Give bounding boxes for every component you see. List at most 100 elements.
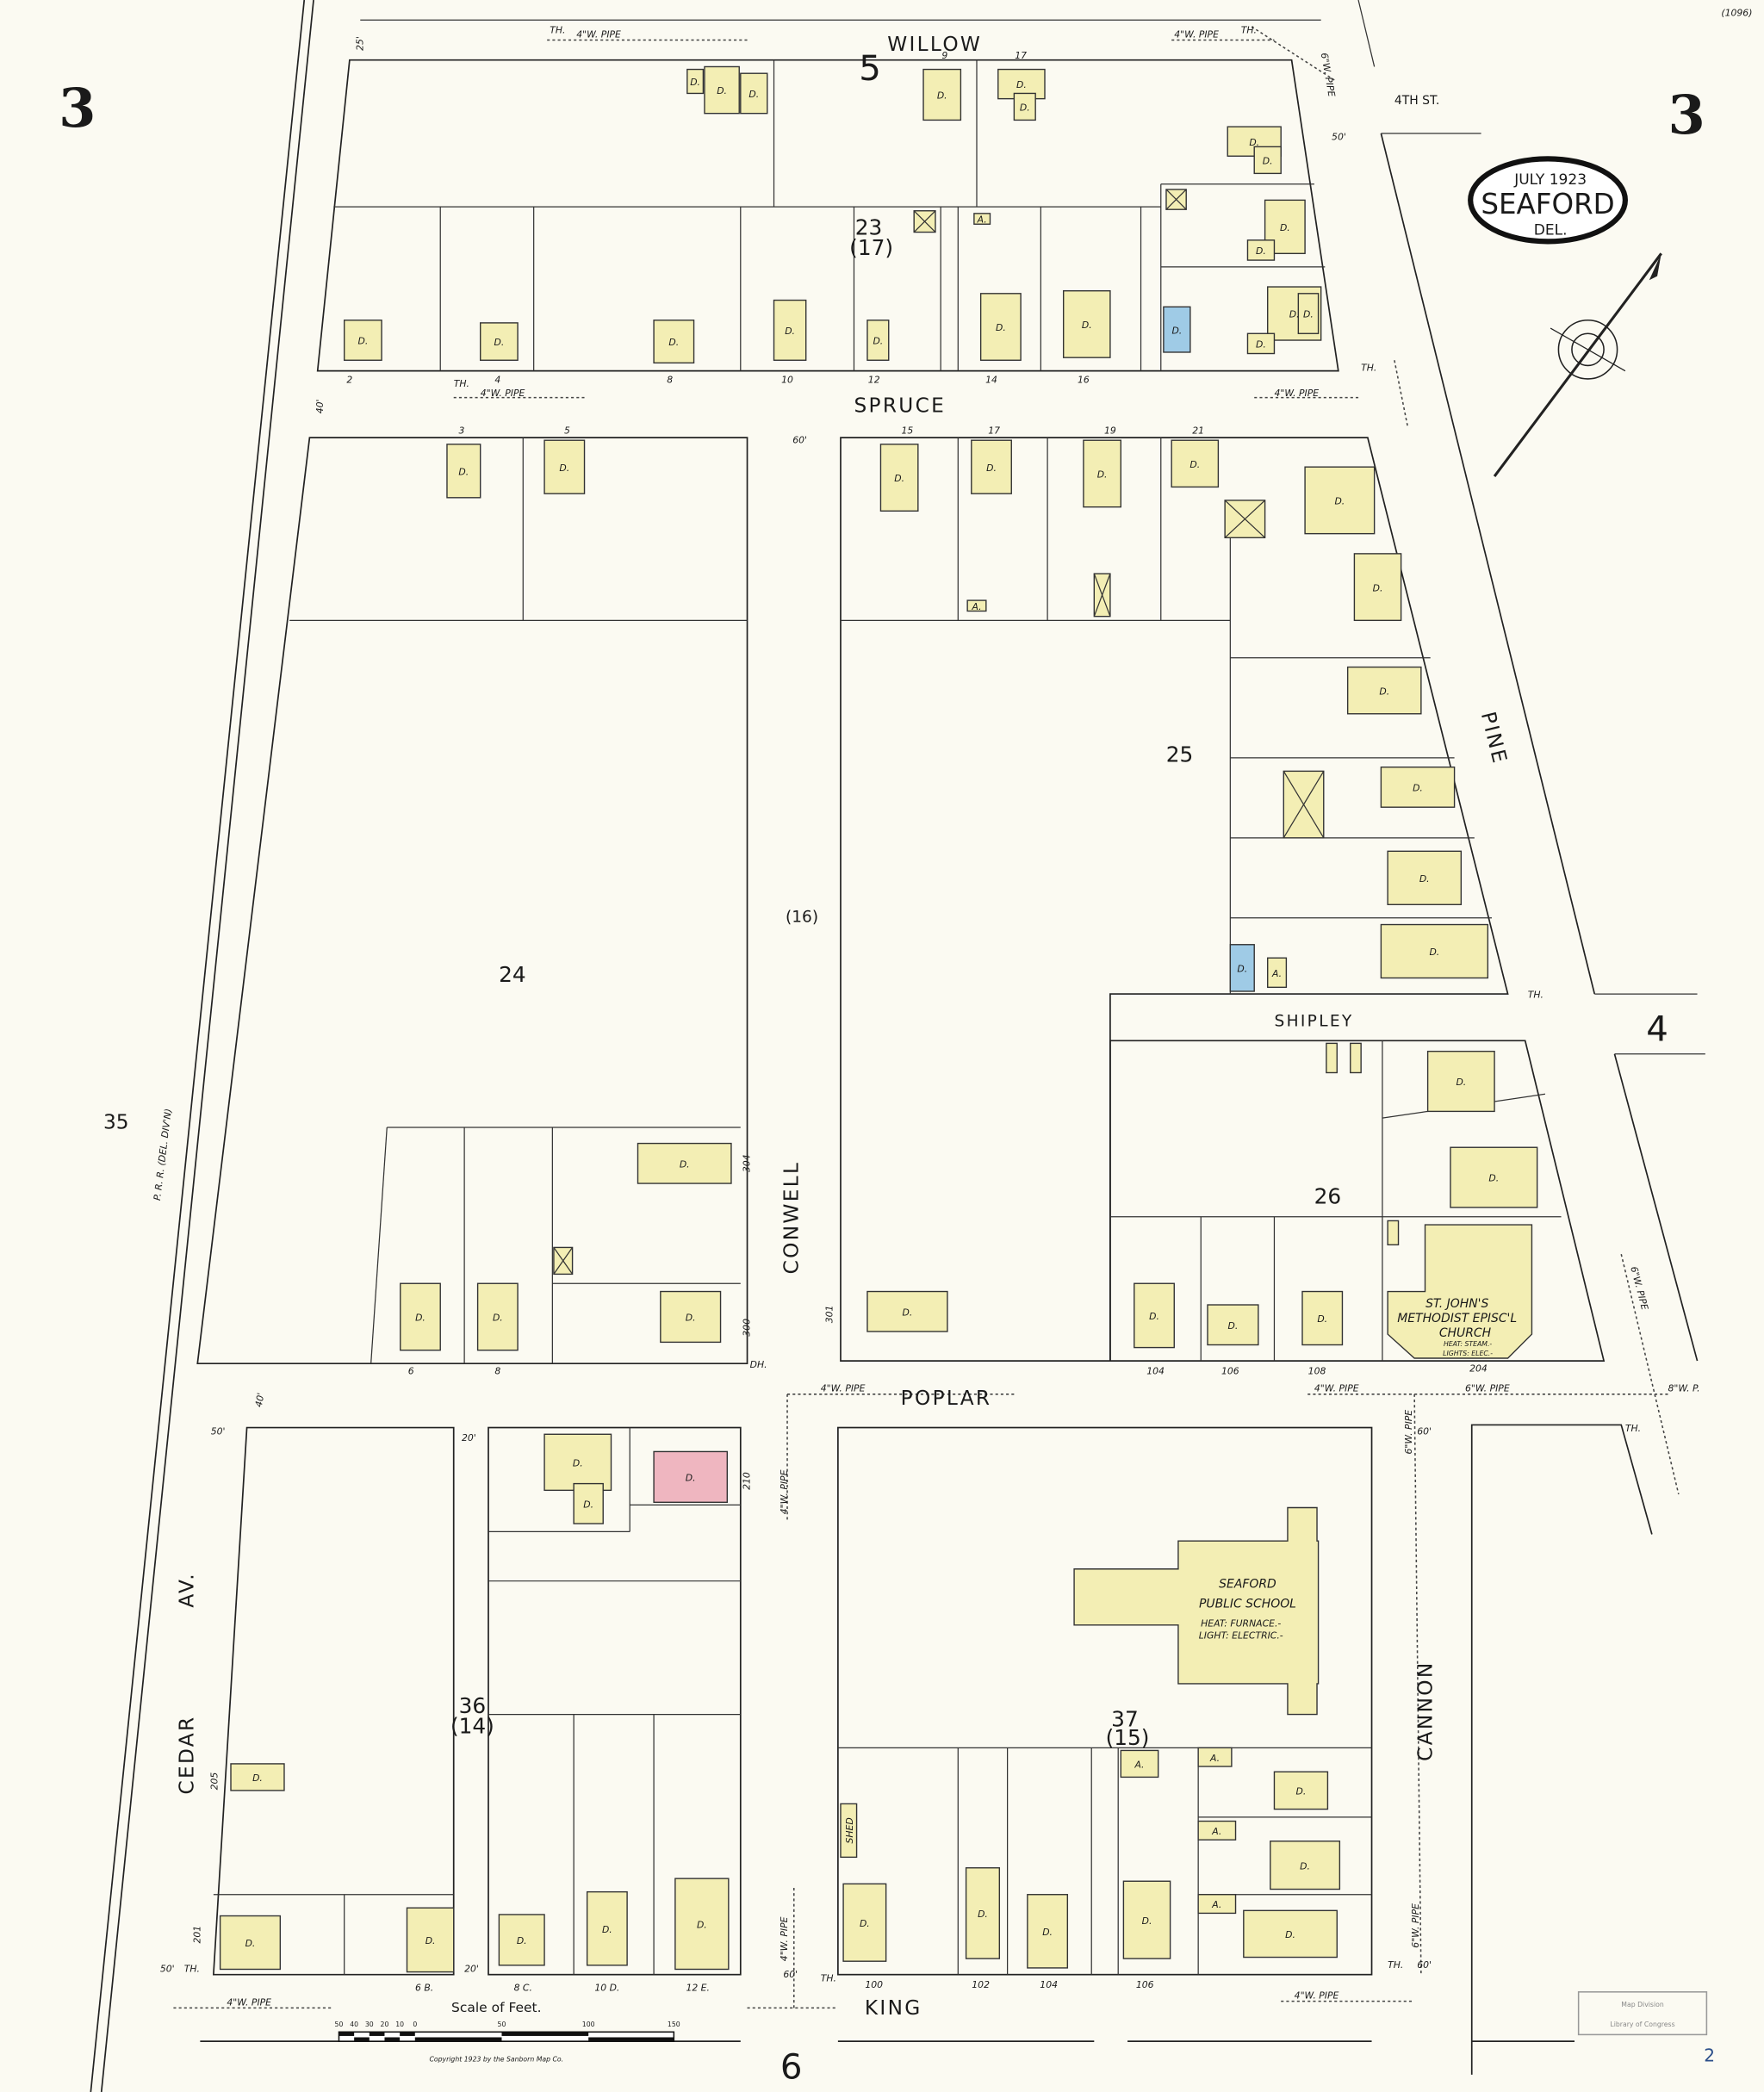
building[interactable]: D.	[230, 1763, 285, 1791]
building[interactable]	[1093, 573, 1111, 618]
building[interactable]	[1224, 500, 1266, 538]
auto-garage[interactable]: A.	[1197, 1820, 1237, 1841]
building[interactable]: D.	[740, 72, 768, 115]
building[interactable]: D.	[674, 1878, 730, 1971]
street-cedar-av: AV.	[176, 1572, 199, 1608]
building[interactable]: D.	[1270, 1841, 1341, 1890]
block-23-sub: (17)	[849, 235, 893, 260]
hydrant-label: TH.	[184, 1964, 200, 1975]
auto-garage[interactable]: A.	[1267, 957, 1288, 989]
building[interactable]: D.	[1426, 1050, 1495, 1113]
building[interactable]	[1165, 189, 1187, 210]
building[interactable]: D.	[1301, 1290, 1344, 1346]
sheet-number-left: 3	[59, 77, 96, 140]
building[interactable]: D.	[543, 439, 586, 494]
school-light: LIGHT: ELECTRIC.-	[1199, 1630, 1283, 1641]
building[interactable]: D.	[480, 322, 519, 361]
building[interactable]: D.	[1207, 1304, 1259, 1346]
building-label: D.	[602, 1924, 612, 1935]
building[interactable]: D.	[866, 320, 890, 361]
st-johns-church[interactable]: ST. JOHN'S METHODIST EPISC'L CHURCH HEAT…	[1387, 1224, 1533, 1359]
building[interactable]: D.	[842, 1883, 887, 1962]
auto-garage[interactable]: A.	[1120, 1749, 1159, 1779]
building[interactable]: D.	[1246, 239, 1276, 261]
building[interactable]: D.	[1163, 306, 1191, 353]
building-label: D.	[903, 1307, 913, 1318]
building[interactable]: D.	[1450, 1146, 1538, 1208]
building[interactable]: D.	[660, 1290, 722, 1344]
building[interactable]: D.	[1171, 439, 1220, 488]
building[interactable]: D.	[543, 1433, 612, 1492]
building[interactable]: D.	[1387, 850, 1463, 905]
building[interactable]: D.	[1122, 1880, 1171, 1959]
building[interactable]: D.	[773, 299, 807, 361]
stamp-line1: Map Division	[1621, 2001, 1664, 2008]
auto-garage[interactable]: A.	[973, 213, 991, 226]
building[interactable]: D.	[586, 1890, 628, 1966]
building[interactable]: D.	[704, 65, 740, 115]
building[interactable]: D.	[400, 1282, 441, 1351]
building[interactable]	[1283, 770, 1325, 839]
building[interactable]: D.	[1346, 666, 1422, 715]
building-label: D.	[1189, 459, 1200, 470]
building[interactable]: D.	[1243, 1909, 1338, 1959]
address-number: 108	[1308, 1366, 1326, 1377]
building[interactable]: D.	[1134, 1282, 1175, 1349]
building-label: D.	[252, 1772, 263, 1784]
building[interactable]: D.	[343, 320, 382, 361]
building[interactable]: D.	[1062, 290, 1111, 358]
building[interactable]: D.	[686, 68, 705, 95]
building-label: D.	[1249, 137, 1259, 148]
building[interactable]	[913, 210, 936, 233]
building[interactable]: D.	[1380, 923, 1489, 979]
street-width: 40'	[314, 399, 326, 413]
building[interactable]: D.	[653, 320, 695, 364]
auto-garage[interactable]: A.	[1197, 1747, 1233, 1767]
shed[interactable]: SHED	[840, 1803, 858, 1859]
building[interactable]: D.	[1304, 466, 1376, 535]
address-number: 3	[459, 425, 465, 436]
address-number: 16	[1078, 375, 1090, 386]
seaford-public-school[interactable]: SEAFORD PUBLIC SCHOOL HEAT: FURNACE.- LI…	[1073, 1506, 1320, 1716]
building[interactable]: D.	[573, 1482, 604, 1524]
building[interactable]: D.	[979, 293, 1022, 361]
building[interactable]: D.	[446, 444, 481, 499]
building[interactable]: D.	[971, 439, 1012, 494]
building-label: D.	[937, 90, 947, 102]
block-lines	[196, 0, 1705, 2075]
building[interactable]: D.	[1297, 293, 1320, 334]
building[interactable]: D.	[498, 1914, 545, 1966]
address-number: 205	[209, 1772, 220, 1791]
building[interactable]: D.	[866, 1290, 948, 1332]
building[interactable]: D.	[1264, 199, 1306, 255]
building[interactable]: D.	[637, 1142, 732, 1184]
auto-garage[interactable]: A.	[1197, 1894, 1237, 1915]
building[interactable]: D.	[406, 1907, 455, 1973]
building[interactable]: D.	[1273, 1771, 1329, 1810]
building-label: D.	[1317, 1313, 1327, 1325]
auto-garage[interactable]	[1350, 1042, 1362, 1074]
building[interactable]	[553, 1246, 574, 1276]
building[interactable]: D.	[965, 1867, 1001, 1959]
address-number: 17	[988, 425, 1000, 436]
building[interactable]: D.	[476, 1282, 519, 1351]
water-pipes	[173, 26, 1680, 2009]
building[interactable]: D.	[879, 444, 919, 512]
building-label: A.	[1134, 1760, 1144, 1771]
building[interactable]: D.	[922, 68, 962, 121]
building[interactable]: D.	[219, 1915, 282, 1971]
auto-garage[interactable]: A.	[966, 599, 987, 612]
building[interactable]: D.	[1083, 439, 1121, 508]
auto-garage[interactable]	[1326, 1042, 1338, 1074]
building[interactable]: D.	[1380, 767, 1456, 808]
school-name: SEAFORD	[1219, 1577, 1276, 1591]
building-label: A.	[1211, 1899, 1221, 1910]
building[interactable]: D.	[1013, 92, 1036, 121]
building[interactable]: D.	[1253, 146, 1282, 175]
building[interactable]: D.	[1229, 944, 1255, 992]
building[interactable]: D.	[1246, 332, 1276, 355]
building[interactable]: D.	[653, 1450, 728, 1503]
building[interactable]: D.	[1027, 1894, 1069, 1969]
auto-garage[interactable]	[1387, 1220, 1400, 1246]
building[interactable]: D.	[1353, 553, 1402, 622]
